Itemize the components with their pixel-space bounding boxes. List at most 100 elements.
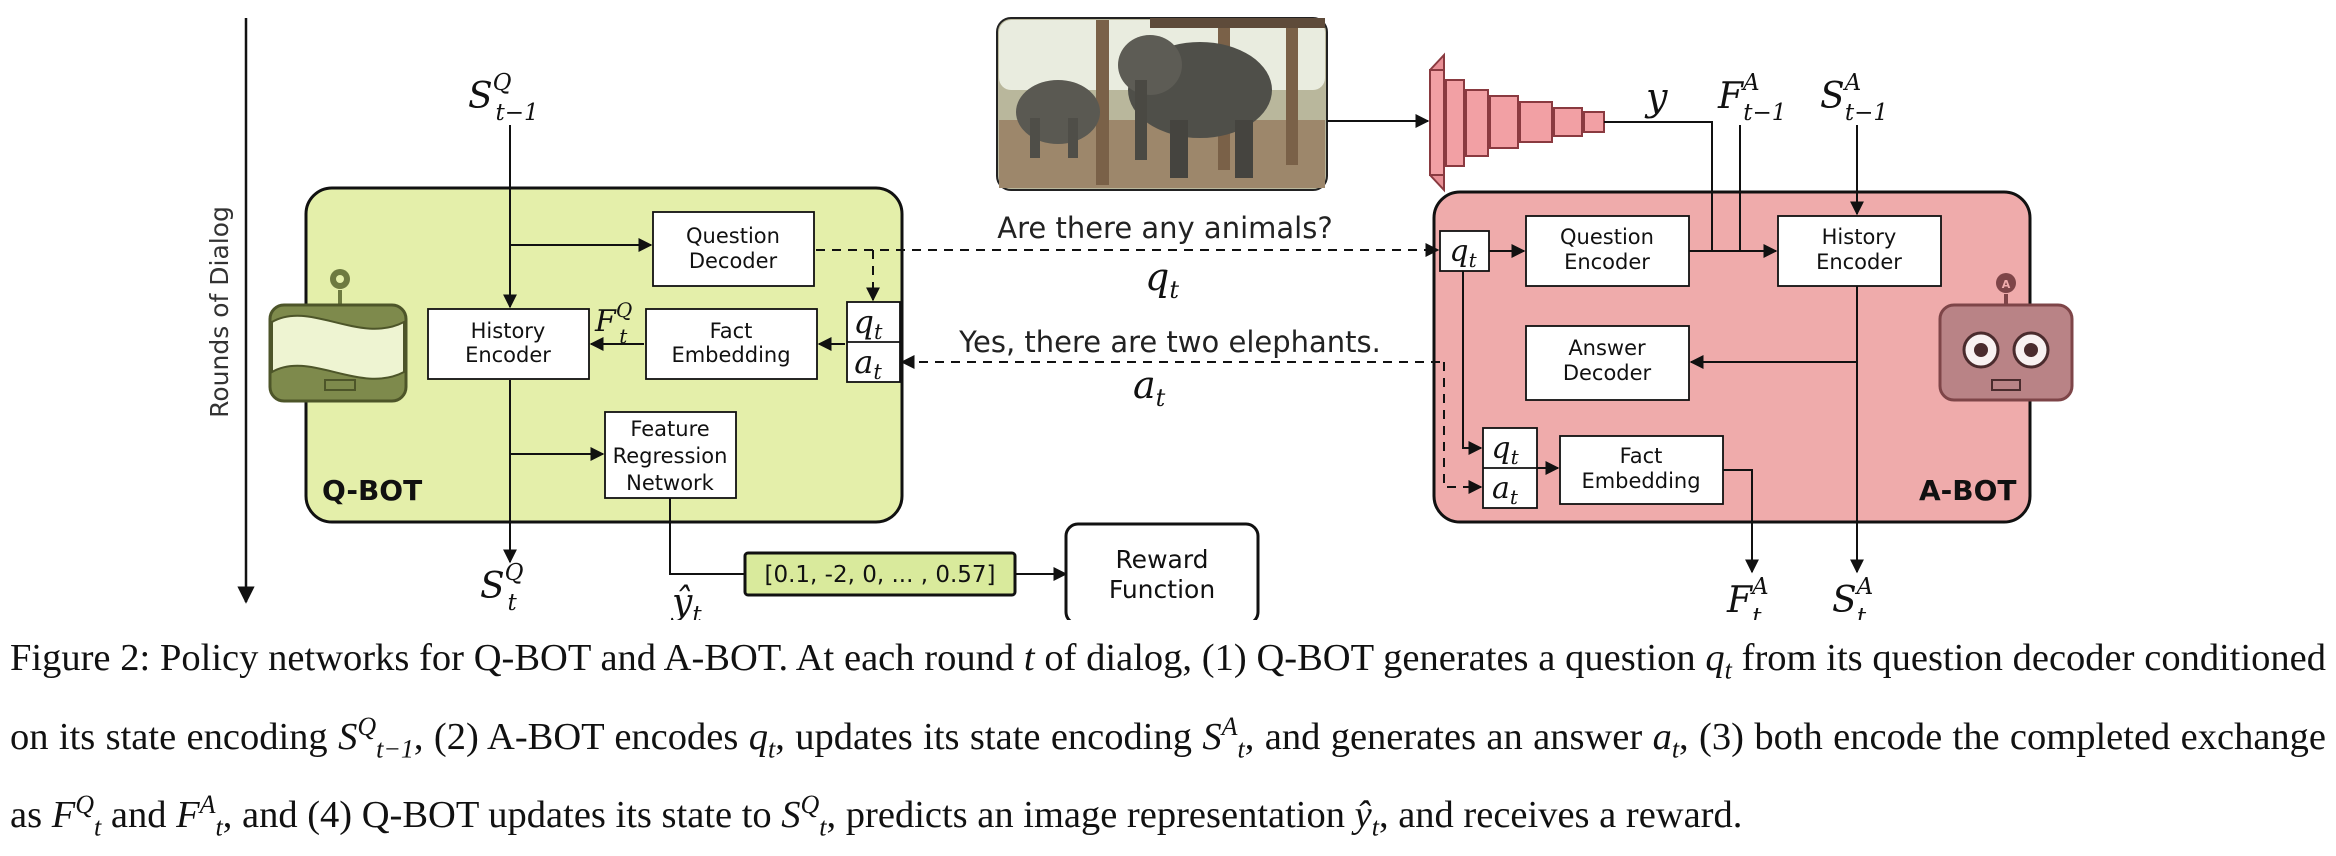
- svg-text:Fact: Fact: [1620, 444, 1663, 468]
- svg-text:qt: qt: [1449, 234, 1477, 272]
- caption-part: S: [1202, 715, 1222, 758]
- caption-part: from its question decoder conditioned on…: [10, 637, 2336, 758]
- svg-text:Reward: Reward: [1115, 545, 1208, 574]
- qbot-dashed-links: [816, 249, 880, 302]
- abot-answer-decoder-box: Answer Decoder: [1525, 325, 1690, 401]
- qbot-fact-embedding-box: Fact Embedding: [645, 308, 818, 380]
- caption-part: , and generates an answer: [1244, 715, 1653, 758]
- caption-part: A: [1221, 711, 1238, 741]
- caption-part: , (2) A-BOT encodes: [413, 715, 749, 758]
- caption-part: Figure 2: Policy networks for Q-BOT and …: [10, 637, 1024, 679]
- caption-part: t: [1671, 734, 1680, 764]
- qbot-history-encoder-box: History Encoder: [427, 308, 590, 380]
- abot-question-encoder-box: Question Encoder: [1525, 215, 1690, 287]
- svg-text:Question: Question: [1560, 225, 1654, 249]
- caption-part: , predicts an image representation: [826, 794, 1355, 837]
- svg-text:Function: Function: [1109, 575, 1215, 604]
- caption-part: of dialog, (1) Q-BOT generates a questio…: [1034, 637, 1706, 679]
- svg-text:at: at: [1492, 471, 1519, 509]
- caption-part: t: [215, 812, 223, 842]
- svg-text:at: at: [854, 343, 882, 384]
- abot-dashed-links: [1443, 362, 1483, 494]
- svg-text:Encoder: Encoder: [1564, 250, 1650, 274]
- reward-vector: [0.1, -2, 0, ... , 0.57]: [743, 551, 1017, 597]
- qbot-question-decoder-box: Question Decoder: [652, 211, 815, 287]
- abot-arrows: [1462, 121, 1864, 574]
- caption-part: t: [1724, 655, 1732, 685]
- svg-text:qt: qt: [1491, 431, 1519, 469]
- caption-part: Q: [357, 711, 377, 741]
- caption-part: q: [748, 715, 768, 758]
- qbot-prediction-label: ŷt: [670, 582, 702, 620]
- caption-part: , and receives a reward.: [1378, 794, 1743, 837]
- caption-part: and: [101, 794, 177, 837]
- caption-part: Q: [800, 790, 820, 820]
- caption-part: A: [199, 790, 216, 820]
- svg-text:Embedding: Embedding: [671, 343, 790, 367]
- svg-text:Decoder: Decoder: [689, 249, 778, 273]
- rounds-of-dialog-label: Rounds of Dialog: [205, 206, 234, 418]
- caption-part: a: [1652, 715, 1672, 758]
- svg-text:Feature: Feature: [630, 417, 709, 441]
- abot-label: A-BOT: [1919, 474, 2017, 507]
- figure-caption: Figure 2: Policy networks for Q-BOT and …: [10, 630, 2326, 856]
- cnn-encoder: [1429, 52, 1605, 193]
- abot-robot-icon: A: [1938, 273, 2074, 402]
- caption-part: q: [1705, 637, 1725, 679]
- svg-text:Encoder: Encoder: [465, 343, 551, 367]
- svg-text:Question: Question: [686, 224, 780, 248]
- dialog-answer-text: Yes, there are two elephants.: [958, 325, 1381, 359]
- abot-q-input-box: qt: [1439, 230, 1490, 272]
- svg-text:History: History: [1822, 225, 1897, 249]
- qbot-feature-regression-box: Feature Regression Network: [604, 411, 737, 499]
- caption-part: t: [1371, 812, 1379, 842]
- caption-part: F: [51, 794, 76, 837]
- dialog-answer-symbol: at: [1133, 363, 1166, 412]
- caption-part: S: [781, 794, 801, 837]
- caption-part: F: [176, 794, 200, 837]
- svg-text:Encoder: Encoder: [1816, 250, 1902, 274]
- dialog-question-symbol: qt: [1145, 255, 1179, 304]
- qbot-arrows: [503, 125, 1068, 581]
- qbot-label: Q-BOT: [322, 474, 422, 507]
- qbot-robot-icon: [268, 269, 408, 403]
- svg-text:History: History: [471, 319, 546, 343]
- caption-part: S: [338, 715, 358, 758]
- caption-part: , and (4) Q-BOT updates its state to: [222, 794, 782, 837]
- svg-text:[0.1, -2, 0, ... , 0.57]: [0.1, -2, 0, ... , 0.57]: [764, 562, 995, 588]
- caption-part: t: [767, 734, 776, 764]
- svg-text:Embedding: Embedding: [1581, 469, 1700, 493]
- caption-part: ŷ: [1354, 794, 1372, 837]
- reward-function-box: Reward Function: [1064, 522, 1260, 626]
- svg-text:Fact: Fact: [710, 319, 753, 343]
- svg-text:Answer: Answer: [1568, 336, 1646, 360]
- svg-text:qt: qt: [854, 303, 883, 344]
- elephant-image: [996, 17, 1328, 191]
- svg-text:Network: Network: [626, 471, 715, 495]
- policy-network-diagram: Rounds of Dialog Q-BOT Question Decoder …: [205, 17, 2074, 630]
- caption-part: , (3) both encode the completed exchange…: [10, 715, 2336, 837]
- caption-part: t: [1023, 637, 1035, 679]
- caption-part: , updates its state encoding: [775, 715, 1203, 758]
- svg-text:A: A: [2002, 278, 2011, 291]
- caption-part: t−1: [376, 734, 414, 764]
- diagram-canvas: Rounds of Dialog Q-BOT Question Decoder …: [205, 17, 2074, 630]
- abot-image-feature-label: y: [1644, 75, 1668, 119]
- dialog-question-text: Are there any animals?: [997, 211, 1332, 245]
- abot-fact-embedding-box: Fact Embedding: [1559, 435, 1724, 505]
- caption-part: t: [94, 812, 102, 842]
- svg-text:Regression: Regression: [613, 444, 728, 468]
- caption-part: Q: [75, 790, 95, 820]
- caption-part: t: [1237, 734, 1245, 764]
- svg-text:Decoder: Decoder: [1563, 361, 1652, 385]
- qbot-qa-box: qt at: [846, 301, 901, 384]
- abot-qa-box: qt at: [1482, 427, 1538, 509]
- abot-history-encoder-box: History Encoder: [1777, 215, 1942, 287]
